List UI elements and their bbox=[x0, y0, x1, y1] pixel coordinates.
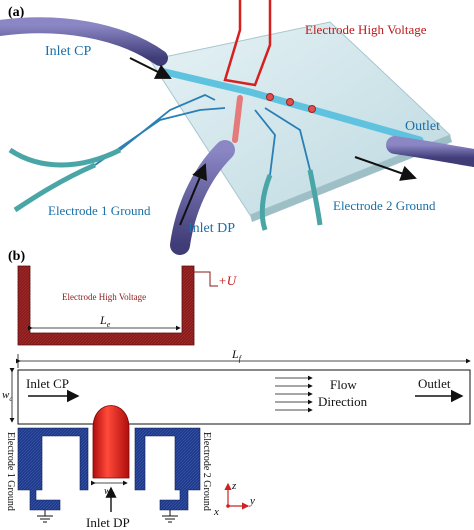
label-le: Le bbox=[99, 313, 111, 329]
label-electrode-1-ground-a: Electrode 1 Ground bbox=[48, 203, 151, 218]
droplet bbox=[266, 93, 274, 101]
label-wd: wd bbox=[104, 486, 115, 499]
panel-a-tag: (a) bbox=[8, 5, 25, 20]
label-outlet-b: Outlet bbox=[418, 376, 451, 391]
ground-symbol-2 bbox=[162, 510, 178, 523]
ground-symbol-1 bbox=[37, 510, 53, 523]
main-channel bbox=[161, 68, 424, 144]
panel-a: (a) Inlet CP Electrode High V bbox=[0, 0, 474, 255]
axis-triad: z y x bbox=[213, 480, 255, 518]
arrow-inlet-dp-a bbox=[179, 163, 207, 226]
label-electrode-2-ground-b: Electrode 2 Ground bbox=[201, 432, 212, 511]
panel-b: (b) Electrode High Voltage +U Le Lf wc I… bbox=[2, 249, 471, 530]
dp-inlet-channel bbox=[232, 95, 243, 143]
label-direction: Direction bbox=[318, 394, 368, 409]
ground-wire-2b bbox=[307, 169, 323, 226]
ground-electrode-2b bbox=[264, 107, 311, 171]
label-electrode-hv-a: Electrode High Voltage bbox=[305, 22, 427, 37]
arrow-outlet-a bbox=[354, 156, 417, 181]
label-outlet-a: Outlet bbox=[405, 119, 440, 134]
label-inlet-dp-b: Inlet DP bbox=[86, 515, 130, 530]
ground-wire-1b bbox=[13, 162, 96, 213]
axis-origin bbox=[226, 504, 230, 508]
ground-electrode-1b bbox=[94, 107, 226, 166]
glass-chip-edge bbox=[250, 135, 452, 222]
voltage-lead bbox=[194, 271, 218, 287]
ground-electrode-2a bbox=[254, 109, 276, 176]
label-electrode-1-ground-b: Electrode 1 Ground bbox=[5, 432, 16, 511]
label-inlet-cp-a: Inlet CP bbox=[45, 44, 91, 59]
tube-inlet-dp bbox=[170, 140, 235, 255]
label-inlet-cp-b: Inlet CP bbox=[26, 376, 69, 391]
ground-wire-2 bbox=[259, 174, 273, 231]
tube-inlet-cp bbox=[0, 17, 168, 66]
label-electrode-2-ground-a: Electrode 2 Ground bbox=[333, 198, 436, 213]
label-lf: Lf bbox=[231, 347, 243, 363]
label-axis-y: y bbox=[249, 495, 255, 507]
ground-wire-1 bbox=[8, 147, 122, 168]
label-axis-z: z bbox=[231, 480, 237, 492]
label-wc: wc bbox=[2, 389, 13, 403]
dp-droplet-inlet bbox=[92, 405, 130, 479]
hv-electrode-wire bbox=[223, 0, 272, 87]
droplet bbox=[308, 105, 316, 113]
label-electrode-hv-b: Electrode High Voltage bbox=[62, 292, 146, 302]
ground-electrode-1 bbox=[17, 427, 89, 511]
flow-arrows bbox=[275, 375, 313, 413]
ground-electrode-2 bbox=[134, 427, 201, 511]
channel bbox=[17, 369, 471, 425]
label-axis-x: x bbox=[213, 506, 219, 518]
label-voltage: +U bbox=[218, 273, 238, 288]
label-flow: Flow bbox=[330, 377, 357, 392]
tube-outlet bbox=[386, 136, 474, 167]
hv-electrode bbox=[17, 265, 195, 346]
panel-b-tag: (b) bbox=[8, 249, 25, 264]
label-inlet-dp-a: Inlet DP bbox=[188, 221, 235, 236]
arrow-inlet-cp-a bbox=[129, 57, 172, 79]
droplet bbox=[286, 98, 294, 106]
